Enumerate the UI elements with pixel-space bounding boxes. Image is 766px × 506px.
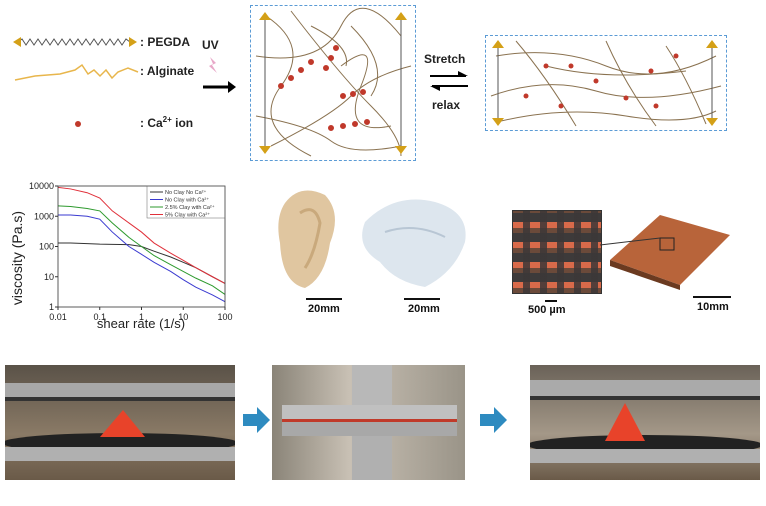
uv-label: UV <box>202 38 219 52</box>
legend-entry: 2.5% Clay with Ca²⁺ <box>165 204 215 211</box>
crosslinked-network-diagram <box>255 7 412 157</box>
series-line <box>57 186 226 284</box>
relax-label: relax <box>432 98 461 112</box>
ear-scale-label: 20mm <box>308 303 340 315</box>
arrow-right-icon <box>228 81 236 93</box>
arrow-left-icon <box>430 86 440 91</box>
y-tick-label: 1000 <box>34 211 54 221</box>
y-tick-label: 10 <box>44 272 54 282</box>
micro-scale-bar <box>545 300 557 302</box>
x-tick-label: 10 <box>178 312 188 322</box>
x-axis-label: shear rate (1/s) <box>97 316 185 331</box>
legend-entry: 5% Clay with Ca²⁺ <box>165 212 210 219</box>
y-axis-label: viscosity (Pa.s) <box>9 211 25 305</box>
pegda-spring-icon <box>17 38 131 46</box>
scaffold-scale-label: 10mm <box>697 301 729 313</box>
compression-during-photo <box>272 365 465 480</box>
ca-ion-label: : Ca2+ ion <box>140 115 194 130</box>
stretch-label: Stretch <box>424 52 466 66</box>
x-tick-label: 100 <box>217 312 232 322</box>
blob-scale-bar <box>404 298 440 300</box>
viscosity-chart: viscosity (Pa.s) shear rate (1/s) 0.01 0.… <box>9 181 233 331</box>
arrow-right-icon <box>243 407 270 433</box>
x-tick-label: 0.1 <box>93 312 106 322</box>
white-hydrogel-photo <box>355 192 473 292</box>
stretched-network-box <box>485 35 727 131</box>
scaffold-scale-bar <box>693 296 731 298</box>
chart-legend <box>146 185 226 219</box>
micrograph-inset <box>512 210 602 294</box>
crosslinked-network-box <box>250 5 416 161</box>
x-tick-label: 0.01 <box>49 312 67 322</box>
series-line <box>58 242 226 284</box>
micro-scale-label: 500 µm <box>528 304 566 316</box>
y-tick-label: 100 <box>39 242 54 252</box>
legend-entry: No Clay with Ca²⁺ <box>165 197 209 204</box>
ca-ion-icon <box>75 121 81 127</box>
y-tick-label: 10000 <box>29 181 54 191</box>
ear-photo <box>270 183 348 293</box>
compression-before-photo <box>5 365 235 480</box>
material-legend-glyphs <box>13 37 139 127</box>
arrow-right-icon <box>480 407 507 433</box>
legend-entry: No Clay No Ca²⁺ <box>165 189 207 196</box>
stretched-network-diagram <box>490 40 722 127</box>
series-line <box>58 214 226 303</box>
pegda-label: : PEGDA <box>140 35 191 49</box>
arrow-right-icon <box>458 71 468 76</box>
compression-after-photo <box>530 365 760 480</box>
blob-scale-label: 20mm <box>408 303 440 315</box>
uv-arrow <box>203 57 236 93</box>
series-line <box>57 205 226 295</box>
pegda-end-right-icon <box>129 37 137 47</box>
ear-scale-bar <box>306 298 342 300</box>
scaffold-photo <box>600 215 730 290</box>
alginate-label: : Alginate <box>140 64 195 78</box>
y-tick-label: 1 <box>49 302 54 312</box>
x-tick-label: 1 <box>139 312 144 322</box>
equilibrium-arrows <box>430 71 468 91</box>
alginate-chain-icon <box>14 63 139 81</box>
pegda-end-left-icon <box>13 37 21 47</box>
uv-lightning-icon <box>209 57 217 73</box>
